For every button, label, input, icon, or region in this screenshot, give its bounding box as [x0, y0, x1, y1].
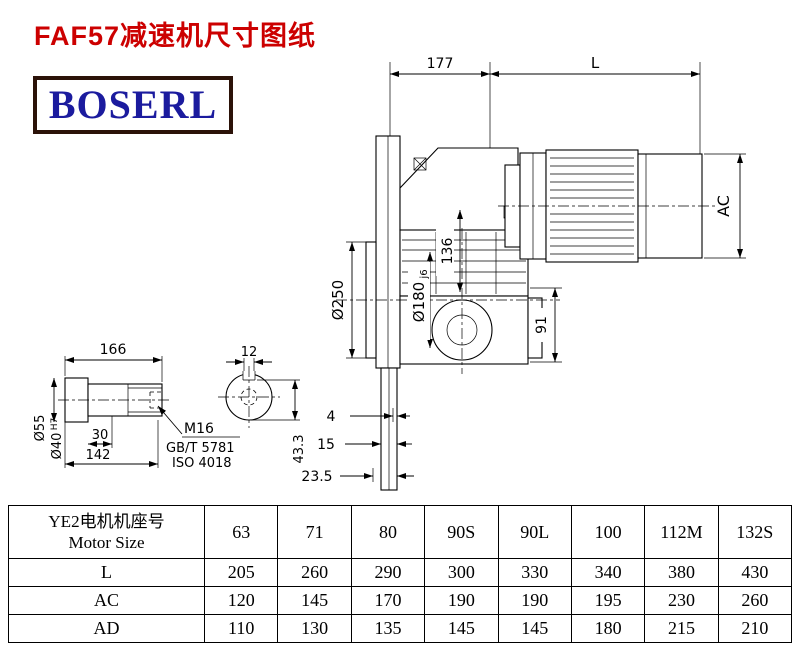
table-row-AC: AC 120 145 170 190 190 195 230 260	[8, 586, 793, 615]
row-label: AD	[8, 614, 205, 643]
motor	[498, 149, 716, 263]
dim-23-5-label: 23.5	[301, 469, 332, 485]
dim-dia40-label: Ø40	[50, 433, 65, 460]
cell: 430	[717, 558, 793, 587]
cell: 300	[424, 558, 499, 587]
page-title: FAF57减速机尺寸图纸	[34, 21, 317, 51]
dim-AC-label: AC	[714, 195, 733, 217]
cell: 135	[350, 614, 426, 643]
cell: 110	[203, 614, 279, 643]
dim-dia180: Ø180 j6	[408, 252, 433, 348]
cell: 205	[203, 558, 279, 587]
dim-dia180-label: Ø180	[410, 282, 428, 322]
dim-L-label: L	[591, 54, 600, 72]
cell: 190	[424, 586, 499, 615]
table-row-AD: AD 110 130 135 145 145 180 215 210	[8, 614, 793, 643]
cell: 195	[570, 586, 646, 615]
cell: 120	[203, 586, 279, 615]
col-header: 100	[570, 505, 646, 559]
cell: 330	[497, 558, 572, 587]
dim-91: 91	[530, 287, 562, 363]
dim-15-label: 15	[317, 437, 335, 453]
cell: 230	[644, 586, 719, 615]
dim-30-label: 30	[92, 428, 109, 443]
cell: 145	[497, 614, 572, 643]
row-label: AC	[8, 586, 205, 615]
col-header: 63	[203, 505, 279, 559]
dim-43-3-label: 43.3	[292, 435, 307, 464]
std-iso-label: ISO 4018	[172, 456, 232, 471]
dim-dia180-tol-label: j6	[419, 269, 430, 279]
table-header-row: YE2电机机座号 Motor Size 63 71 80 90S 90L 100…	[8, 505, 793, 559]
motor-size-header: YE2电机机座号 Motor Size	[8, 505, 205, 559]
cell: 380	[644, 558, 719, 587]
dim-166-label: 166	[100, 342, 127, 358]
cell: 145	[424, 614, 499, 643]
shaft-end-view: 12 43.3	[218, 345, 307, 463]
table-row-L: L 205 260 290 300 330 340 380 430	[8, 558, 793, 587]
col-header: 90S	[424, 505, 499, 559]
header-label-cn: YE2电机机座号	[48, 511, 165, 531]
logo-text: BOSERL	[48, 82, 218, 127]
cell: 340	[570, 558, 646, 587]
cell: 260	[277, 558, 352, 587]
cell: 260	[717, 586, 793, 615]
dim-91-label: 91	[534, 316, 550, 334]
dim-15: 15	[317, 437, 412, 453]
col-header: 132S	[717, 505, 793, 559]
dim-23-5: 23.5	[301, 468, 414, 485]
cell: 170	[350, 586, 426, 615]
cell: 215	[644, 614, 719, 643]
col-header: 90L	[497, 505, 572, 559]
dim-12-label: 12	[241, 345, 258, 360]
dim-dia40-tol-label: H7	[50, 418, 60, 431]
cell: 130	[277, 614, 352, 643]
dim-dia250: Ø250	[329, 241, 366, 359]
cell: 190	[497, 586, 572, 615]
dim-142-label: 142	[86, 448, 111, 463]
col-header: 71	[277, 505, 352, 559]
dim-AC: AC	[704, 153, 746, 259]
bolt-hole-icon	[413, 157, 427, 171]
row-label: L	[8, 558, 205, 587]
std-gb-label: GB/T 5781	[166, 441, 235, 456]
dim-L: L	[490, 54, 701, 154]
thread-label: M16	[184, 421, 214, 437]
dim-177: 177	[389, 56, 491, 148]
logo: BOSERL	[33, 76, 233, 134]
dim-136: 136	[436, 210, 463, 292]
dim-dia55-label: Ø55	[33, 415, 48, 442]
cell: 180	[570, 614, 646, 643]
cell: 290	[350, 558, 426, 587]
dim-177-label: 177	[427, 56, 454, 72]
dim-4-label: 4	[327, 409, 336, 425]
shaft-detail-view: 166 Ø55 Ø40 H7 30 142 M16 GB/T 5781 ISO …	[33, 342, 240, 471]
dimension-drawing: 177 L AC Ø250 Ø180 j6	[33, 54, 746, 491]
col-header: 80	[350, 505, 426, 559]
cell: 210	[717, 614, 793, 643]
dim-4: 4	[327, 408, 410, 425]
cell: 145	[277, 586, 352, 615]
header-label-en: Motor Size	[68, 533, 145, 552]
dim-136-label: 136	[440, 238, 456, 265]
dim-dia250-label: Ø250	[329, 280, 347, 320]
flange	[365, 135, 401, 491]
size-table: YE2电机机座号 Motor Size 63 71 80 90S 90L 100…	[8, 505, 793, 643]
col-header: 112M	[644, 505, 719, 559]
